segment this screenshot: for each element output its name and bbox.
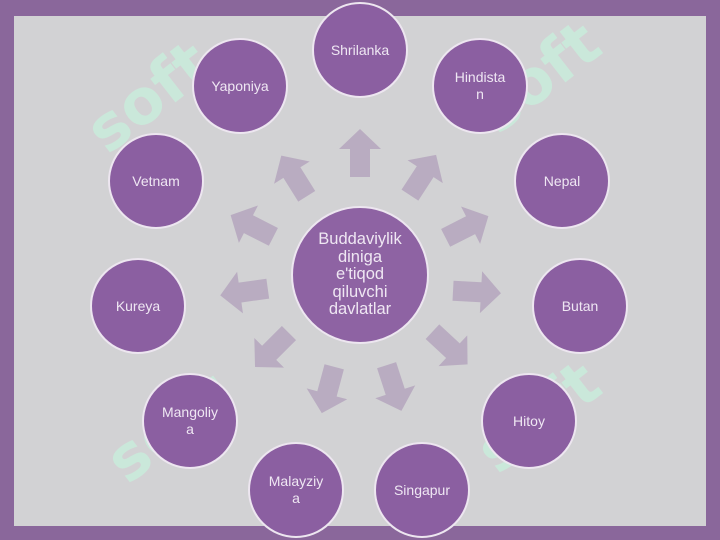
node-malayziya: Malayziy a: [248, 442, 344, 538]
node-singapur: Singapur: [374, 442, 470, 538]
node-label: Vetnam: [132, 172, 180, 189]
node-label: Mangoliy a: [161, 404, 219, 437]
node-shrilanka: Shrilanka: [312, 2, 408, 98]
node-label: Hindista n: [454, 69, 506, 102]
node-hitoy: Hitoy: [481, 373, 577, 469]
node-mangoliya: Mangoliy a: [142, 373, 238, 469]
node-vetnam: Vetnam: [108, 133, 204, 229]
center-node-label: Buddaviylik diniga e'tiqod qiluvchi davl…: [318, 230, 402, 319]
node-hindistan: Hindista n: [432, 38, 528, 134]
node-label: Hitoy: [513, 412, 545, 429]
node-label: Shrilanka: [330, 41, 390, 58]
node-label: Malayziy a: [268, 473, 324, 506]
node-butan: Butan: [532, 258, 628, 354]
node-nepal: Nepal: [514, 133, 610, 229]
node-label: Kureya: [115, 297, 161, 314]
center-node: Buddaviylik diniga e'tiqod qiluvchi davl…: [291, 206, 429, 344]
node-yaponiya: Yaponiya: [192, 38, 288, 134]
node-label: Yaponiya: [211, 77, 269, 94]
node-kureya: Kureya: [90, 258, 186, 354]
node-label: Nepal: [543, 172, 581, 189]
node-label: Butan: [561, 297, 599, 314]
node-label: Singapur: [393, 481, 451, 498]
